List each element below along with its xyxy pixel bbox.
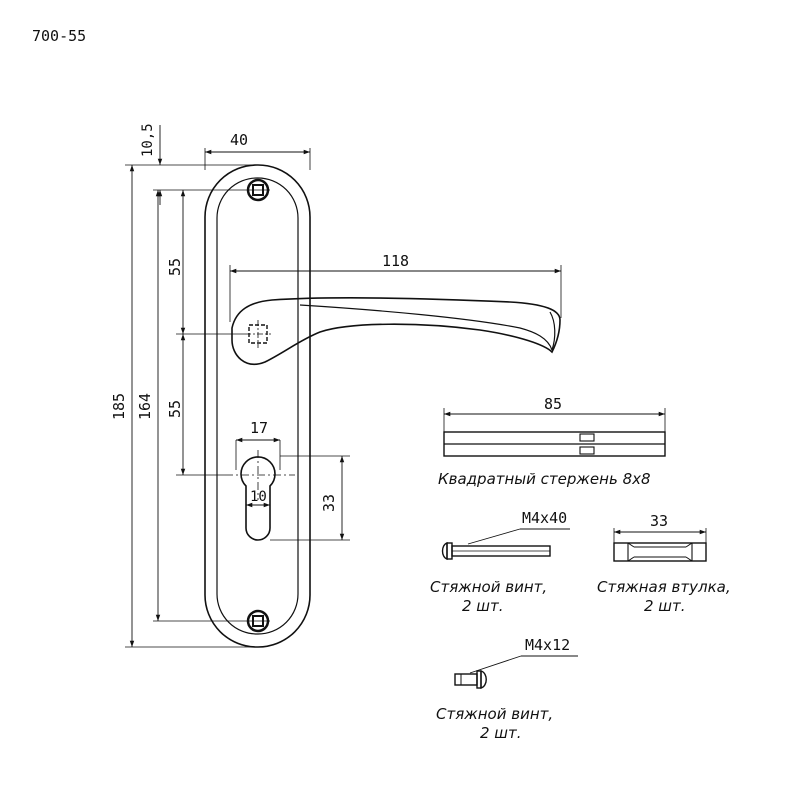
square-rod: 85 Квадратный стержень 8х8 — [438, 395, 666, 488]
dim-upper-spacing: 55 — [166, 190, 186, 334]
tie-screw-long-caption-2: 2 шт. — [462, 597, 504, 615]
handle-plate — [204, 164, 311, 648]
dim-top-offset: 10,5 — [125, 123, 255, 205]
square-rod-length-label: 85 — [544, 395, 562, 413]
dim-cylinder-height: 33 — [320, 456, 345, 540]
model-code: 700-55 — [32, 27, 86, 45]
dim-cylinder-inner-label: 10 — [250, 489, 267, 505]
tie-bushing-caption-1: Стяжная втулка, — [597, 578, 731, 596]
dim-plate-width: 40 — [204, 131, 311, 170]
tie-bushing-length-label: 33 — [650, 512, 668, 530]
tie-bushing-caption-2: 2 шт. — [644, 597, 686, 615]
dim-plate-width-label: 40 — [230, 131, 248, 149]
lever-handle — [176, 297, 561, 365]
dim-mount-spacing-label: 164 — [136, 393, 154, 420]
dim-cylinder-width-label: 17 — [250, 419, 268, 437]
dim-cylinder-height-label: 33 — [320, 494, 338, 512]
bottom-mount-screw — [153, 609, 270, 633]
dim-top-offset-label: 10,5 — [140, 123, 156, 157]
dim-total-height: 185 — [110, 165, 255, 648]
tie-screw-long: M4x40 Стяжной винт, 2 шт. — [430, 509, 570, 615]
plate-inner-outline — [216, 177, 299, 635]
dim-handle-length: 118 — [229, 252, 562, 322]
dim-handle-length-label: 118 — [382, 252, 409, 270]
square-rod-caption: Квадратный стержень 8х8 — [438, 470, 651, 488]
top-mount-screw — [153, 178, 270, 202]
tie-screw-long-caption-1: Стяжной винт, — [430, 578, 547, 596]
dim-cylinder-inner: 10 — [246, 489, 270, 508]
tie-screw-short: M4x12 Стяжной винт, 2 шт. — [436, 636, 578, 742]
dim-total-height-label: 185 — [110, 393, 128, 420]
dim-lower-spacing-label: 55 — [166, 400, 184, 418]
dim-upper-spacing-label: 55 — [166, 258, 184, 276]
cylinder-cutout — [176, 440, 350, 541]
tie-screw-short-caption-1: Стяжной винт, — [436, 705, 553, 723]
dim-cylinder-width: 17 — [236, 419, 280, 443]
plate-outer-outline — [204, 164, 311, 648]
tie-bushing-body — [613, 542, 707, 562]
tie-bushing: 33 Стяжная втулка, 2 шт. — [597, 512, 731, 615]
dim-mount-spacing: 164 — [136, 190, 161, 621]
tie-screw-short-size: M4x12 — [525, 636, 570, 654]
dim-lower-spacing: 55 — [166, 334, 186, 475]
tie-screw-long-size: M4x40 — [522, 509, 567, 527]
tie-screw-short-caption-2: 2 шт. — [480, 724, 522, 742]
